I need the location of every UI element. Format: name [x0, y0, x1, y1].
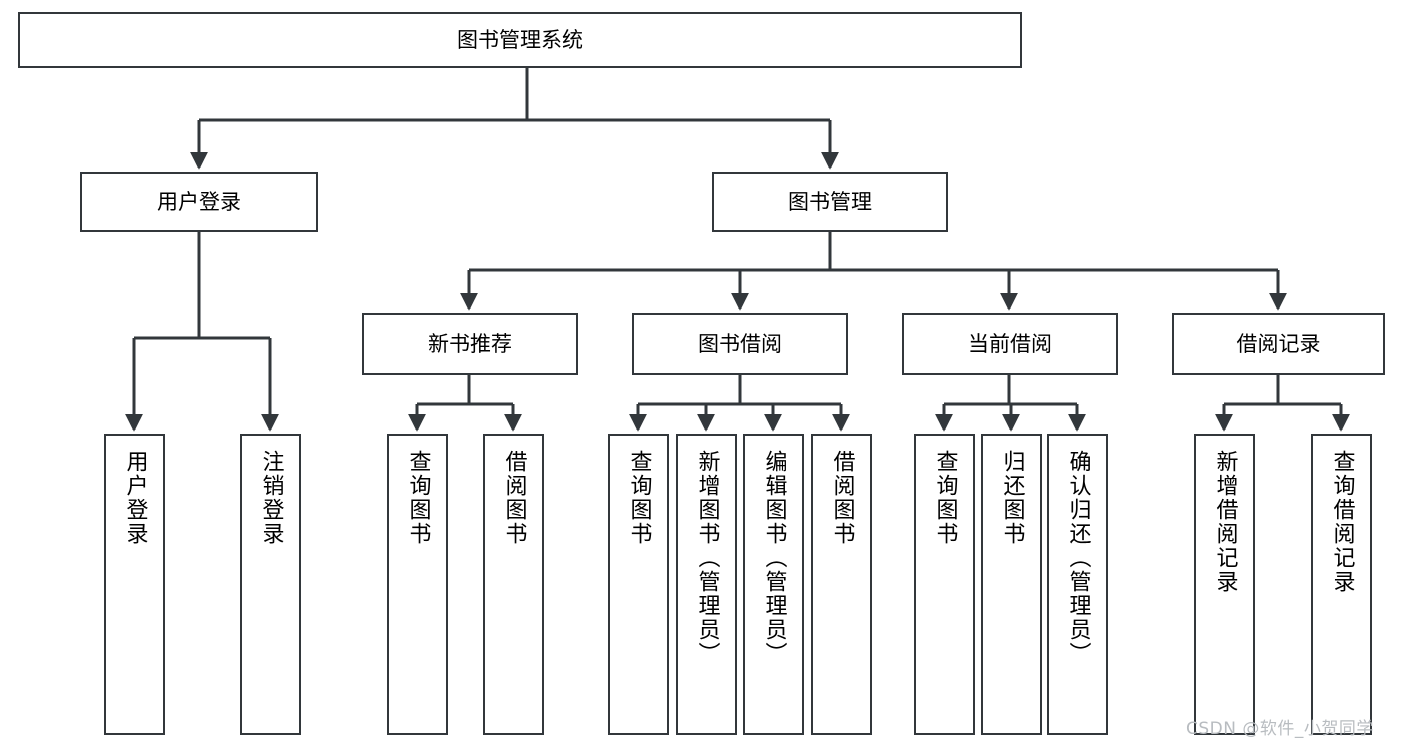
node-leaf-book-borrow-2-label: 新增图书（管理员） — [694, 450, 720, 666]
node-user-login-label: 用户登录 — [157, 189, 241, 214]
node-root-system[interactable]: 图书管理系统 — [18, 12, 1022, 68]
node-leaf-book-borrow-3-label: 编辑图书（管理员） — [761, 450, 787, 666]
node-root-system-label: 图书管理系统 — [457, 27, 583, 52]
node-leaf-current-borrow-2[interactable]: 归还图书 — [981, 434, 1042, 735]
node-book-management-label: 图书管理 — [788, 189, 872, 214]
node-leaf-current-borrow-1[interactable]: 查询图书 — [914, 434, 975, 735]
watermark-text: CSDN @软件_小贺同学 — [1186, 719, 1374, 739]
node-new-book-recommend-label: 新书推荐 — [428, 331, 512, 356]
node-leaf-borrow-record-2-label: 查询借阅记录 — [1329, 450, 1355, 594]
node-leaf-book-borrow-1[interactable]: 查询图书 — [608, 434, 669, 735]
node-leaf-current-borrow-3[interactable]: 确认归还（管理员） — [1047, 434, 1108, 735]
node-leaf-user-login-1-label: 用户登录 — [122, 450, 148, 546]
node-borrow-record[interactable]: 借阅记录 — [1172, 313, 1385, 375]
node-leaf-current-borrow-3-label: 确认归还（管理员） — [1065, 450, 1091, 666]
node-leaf-user-login-2-label: 注销登录 — [258, 450, 284, 546]
node-leaf-book-borrow-3[interactable]: 编辑图书（管理员） — [743, 434, 804, 735]
node-leaf-current-borrow-1-label: 查询图书 — [932, 450, 958, 546]
node-leaf-new-book-1[interactable]: 查询图书 — [387, 434, 448, 735]
node-leaf-borrow-record-1[interactable]: 新增借阅记录 — [1194, 434, 1255, 735]
node-borrow-record-label: 借阅记录 — [1236, 331, 1321, 356]
node-book-borrow[interactable]: 图书借阅 — [632, 313, 848, 375]
node-leaf-borrow-record-2[interactable]: 查询借阅记录 — [1311, 434, 1372, 735]
node-leaf-book-borrow-2[interactable]: 新增图书（管理员） — [676, 434, 737, 735]
node-leaf-book-borrow-1-label: 查询图书 — [626, 450, 652, 546]
node-leaf-current-borrow-2-label: 归还图书 — [999, 450, 1025, 546]
node-leaf-borrow-record-1-label: 新增借阅记录 — [1212, 450, 1238, 594]
node-new-book-recommend[interactable]: 新书推荐 — [362, 313, 578, 375]
node-current-borrow-label: 当前借阅 — [968, 331, 1052, 356]
node-book-management[interactable]: 图书管理 — [712, 172, 948, 232]
node-current-borrow[interactable]: 当前借阅 — [902, 313, 1118, 375]
node-leaf-user-login-2[interactable]: 注销登录 — [240, 434, 301, 735]
node-leaf-user-login-1[interactable]: 用户登录 — [104, 434, 165, 735]
node-leaf-new-book-1-label: 查询图书 — [405, 450, 431, 546]
node-user-login[interactable]: 用户登录 — [80, 172, 318, 232]
node-leaf-book-borrow-4-label: 借阅图书 — [829, 450, 855, 546]
node-leaf-new-book-2[interactable]: 借阅图书 — [483, 434, 544, 735]
node-leaf-new-book-2-label: 借阅图书 — [501, 450, 527, 546]
node-book-borrow-label: 图书借阅 — [698, 331, 782, 356]
node-leaf-book-borrow-4[interactable]: 借阅图书 — [811, 434, 872, 735]
